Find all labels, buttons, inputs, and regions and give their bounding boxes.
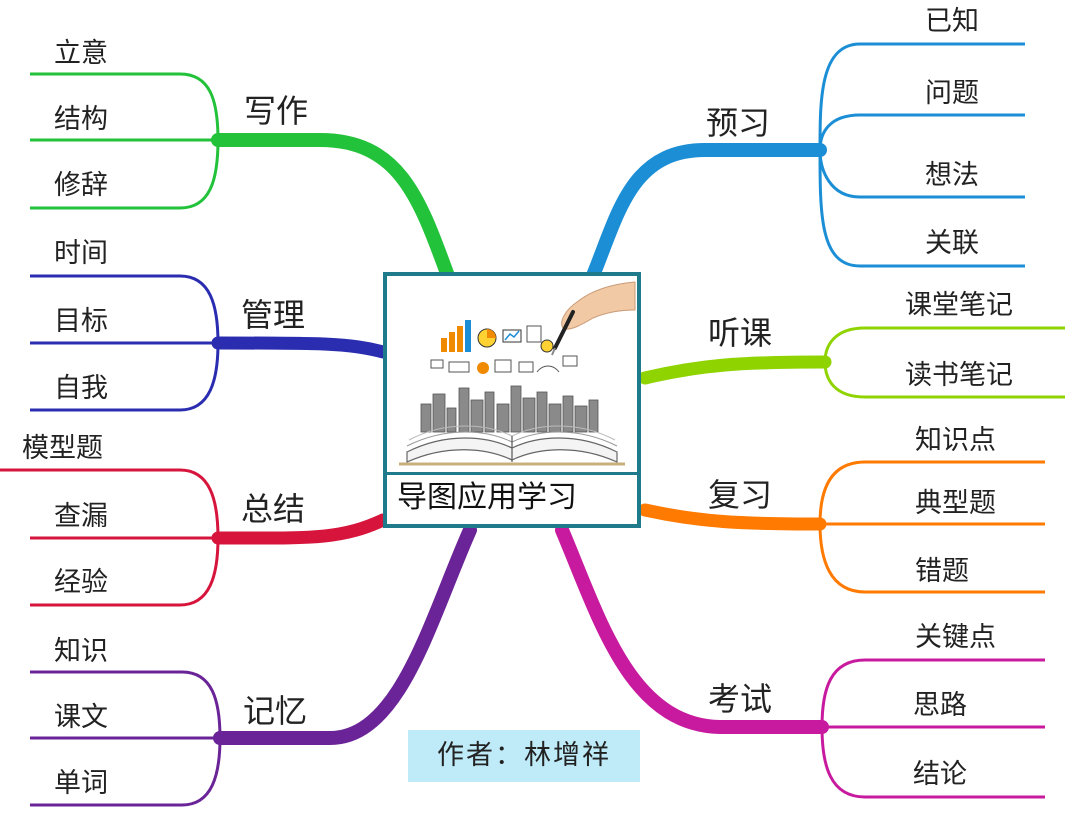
leaf-label: 立意 bbox=[54, 38, 108, 69]
leaf-line bbox=[823, 361, 1065, 399]
leaf-line bbox=[818, 460, 1045, 525]
branch-exam: 考试 关键点 思路 结论 bbox=[555, 523, 1045, 799]
leaf-label: 自我 bbox=[54, 373, 108, 404]
leaf-line bbox=[818, 42, 1025, 151]
branch-lecture: 听课 课堂笔记 读书笔记 bbox=[638, 290, 1065, 399]
branch-review: 复习 知识点 典型题 错题 bbox=[638, 425, 1045, 594]
leaf-line bbox=[820, 726, 1045, 799]
leaf-line bbox=[30, 342, 220, 412]
branch-connector bbox=[585, 143, 827, 285]
central-topic-card: 导图应用学习 bbox=[383, 272, 641, 528]
open-book-illustration bbox=[399, 281, 636, 466]
branch-connector bbox=[211, 336, 390, 359]
leaf-label: 思路 bbox=[913, 690, 967, 721]
leaf-line bbox=[30, 537, 220, 607]
leaf-line bbox=[30, 139, 220, 210]
leaf-label: 修辞 bbox=[54, 170, 108, 201]
leaf-line bbox=[820, 658, 1045, 728]
leaf-line bbox=[30, 274, 220, 344]
leaf-label: 错题 bbox=[915, 556, 969, 587]
branch-connector bbox=[213, 523, 477, 745]
leaf-line bbox=[30, 670, 222, 739]
branch-connector bbox=[638, 503, 827, 531]
leaf-label: 模型题 bbox=[22, 433, 103, 464]
leaf-line bbox=[0, 468, 220, 539]
branch-label: 考试 bbox=[708, 680, 772, 718]
leaf-line bbox=[30, 72, 220, 141]
leaf-label: 结论 bbox=[913, 759, 967, 790]
leaf-label: 关联 bbox=[925, 228, 979, 259]
leaf-label: 已知 bbox=[925, 6, 979, 37]
branch-label: 听课 bbox=[708, 314, 772, 352]
branch-connector bbox=[211, 133, 455, 283]
leaf-label: 课堂笔记 bbox=[905, 290, 1013, 321]
branch-label: 写作 bbox=[244, 92, 308, 130]
leaf-line bbox=[818, 523, 1045, 594]
branch-label: 复习 bbox=[708, 476, 772, 514]
leaf-label: 目标 bbox=[54, 306, 108, 337]
leaf-line bbox=[818, 149, 1025, 199]
leaf-label: 经验 bbox=[54, 567, 108, 598]
branch-label: 预习 bbox=[706, 104, 770, 142]
leaf-label: 关键点 bbox=[915, 622, 996, 653]
branch-preview: 预习 已知 问题 想法 关联 bbox=[585, 6, 1025, 285]
leaf-label: 时间 bbox=[54, 238, 108, 269]
leaf-label: 结构 bbox=[54, 104, 108, 135]
branch-writing: 写作 立意 结构 修辞 bbox=[30, 38, 455, 283]
leaf-label: 知识 bbox=[54, 636, 108, 667]
branch-memory: 记忆 知识 课文 单词 bbox=[30, 523, 477, 807]
leaf-line bbox=[818, 113, 1025, 151]
leaf-label: 单词 bbox=[54, 768, 108, 799]
branch-management: 管理 时间 目标 自我 bbox=[30, 238, 390, 412]
author-label: 作者：林增祥 bbox=[408, 730, 640, 782]
branch-connector bbox=[638, 355, 832, 385]
leaf-label: 课文 bbox=[54, 702, 108, 733]
leaf-label: 想法 bbox=[925, 160, 979, 191]
leaf-line bbox=[818, 149, 1025, 268]
branch-label: 记忆 bbox=[243, 692, 307, 730]
branch-label: 总结 bbox=[241, 490, 305, 528]
leaf-label: 知识点 bbox=[915, 425, 996, 456]
leaf-label: 读书笔记 bbox=[905, 360, 1013, 391]
leaf-label: 查漏 bbox=[54, 501, 108, 532]
central-topic-title: 导图应用学习 bbox=[387, 472, 637, 524]
branch-connector bbox=[555, 523, 829, 734]
leaf-label: 问题 bbox=[925, 78, 979, 109]
leaf-label: 典型题 bbox=[915, 488, 996, 519]
branch-connector bbox=[211, 513, 390, 545]
branch-summary: 总结 模型题 查漏 经验 bbox=[0, 433, 390, 607]
branch-label: 管理 bbox=[241, 296, 305, 334]
leaf-line bbox=[823, 326, 1065, 363]
leaf-line bbox=[30, 737, 222, 807]
